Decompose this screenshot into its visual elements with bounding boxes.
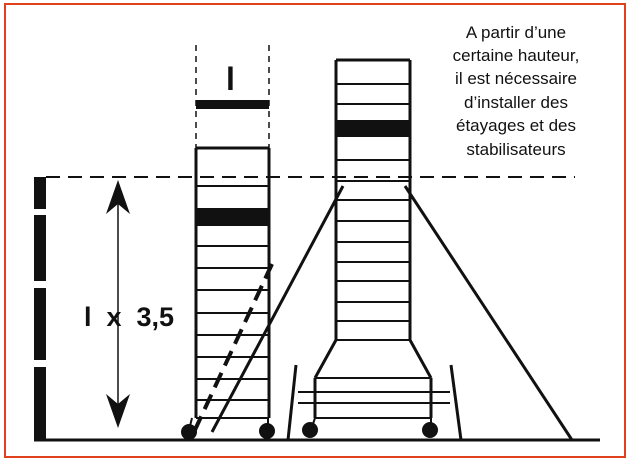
note-line: A partir d’une [466, 23, 566, 42]
right-tower-wheel-right [422, 418, 438, 438]
note-line: d’installer des [464, 93, 568, 112]
right-tower-wheel-left [302, 417, 318, 438]
note-line: stabilisateurs [466, 140, 565, 159]
right-tower-outriggers [286, 364, 463, 441]
right-scaffold-tower [298, 58, 450, 419]
note-text: A partir d’une certaine hauteur, il est … [453, 23, 580, 159]
left-tower-wheel-left [181, 417, 197, 440]
width-dimension [195, 45, 270, 148]
stabilizer-right-brace [403, 185, 574, 441]
left-dashed-stabilizer [192, 263, 274, 433]
width-symbol-label: l [226, 61, 235, 97]
ratio-label: l x 3,5 [84, 302, 174, 332]
height-marker-bar [34, 177, 46, 439]
left-tower-wheel-right [259, 418, 275, 439]
stabilizer-left-brace [210, 185, 345, 433]
note-line: étayages et des [456, 116, 576, 135]
left-scaffold-tower [194, 146, 271, 419]
note-line: certaine hauteur, [453, 46, 580, 65]
note-line: il est nécessaire [455, 69, 577, 88]
height-arrow [106, 180, 130, 428]
